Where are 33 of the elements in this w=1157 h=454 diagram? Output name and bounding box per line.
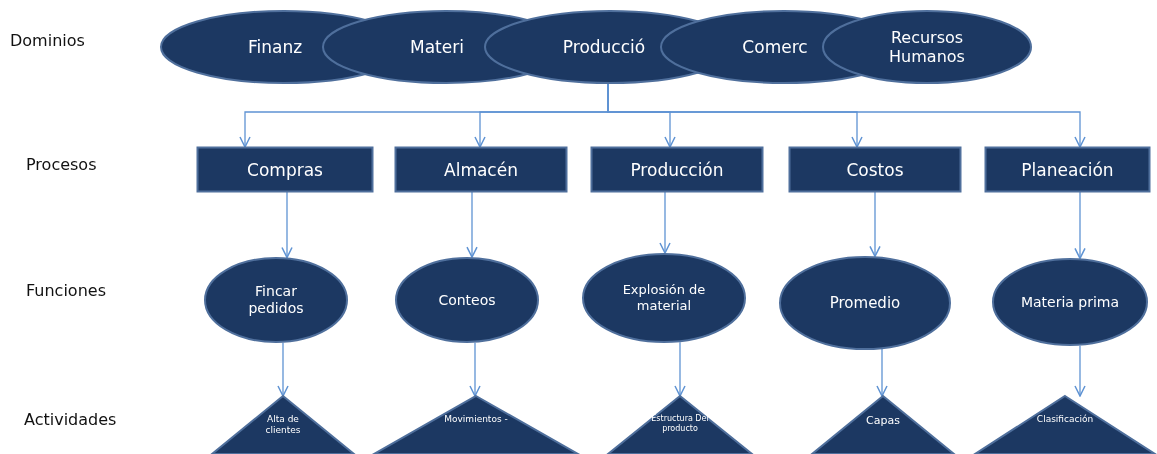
process-label: Compras <box>246 159 324 180</box>
domain-label: Materi <box>409 36 465 58</box>
domain-label: Producció <box>561 36 647 58</box>
activity-label: Movimientos - <box>443 414 509 425</box>
arrow <box>876 348 888 397</box>
arrow <box>674 341 686 397</box>
process-label: Almacén <box>443 159 519 180</box>
domain-label: Finanz <box>246 36 304 58</box>
row-label: Procesos <box>26 155 97 174</box>
arrow <box>277 342 289 397</box>
row-label: Funciones <box>26 281 106 300</box>
function-label: Promedio <box>828 294 902 312</box>
activity-label: Capas <box>865 414 901 428</box>
row-label: Actividades <box>24 410 117 429</box>
activity-label: Alta de clientes <box>264 414 302 436</box>
arrow <box>659 191 671 254</box>
process-label: Costos <box>845 159 905 180</box>
function-label: Explosión de material <box>621 282 707 314</box>
function-label: Conteos <box>437 291 497 309</box>
domain-label: Comerc <box>741 36 809 58</box>
arrow <box>281 191 293 259</box>
arrow <box>1074 345 1086 397</box>
function-label: Materia prima <box>1020 293 1120 311</box>
process-label: Planeación <box>1020 159 1115 180</box>
domain-label: Recursos Humanos <box>888 27 966 67</box>
arrow <box>466 191 478 258</box>
function-label: Fincar pedidos <box>247 283 305 317</box>
row-label: Dominios <box>10 31 85 50</box>
arrow <box>1074 191 1086 260</box>
arrow <box>469 342 481 397</box>
arrow <box>869 191 881 258</box>
activity-label: Clasificación <box>1035 414 1095 425</box>
process-label: Producción <box>629 159 725 180</box>
